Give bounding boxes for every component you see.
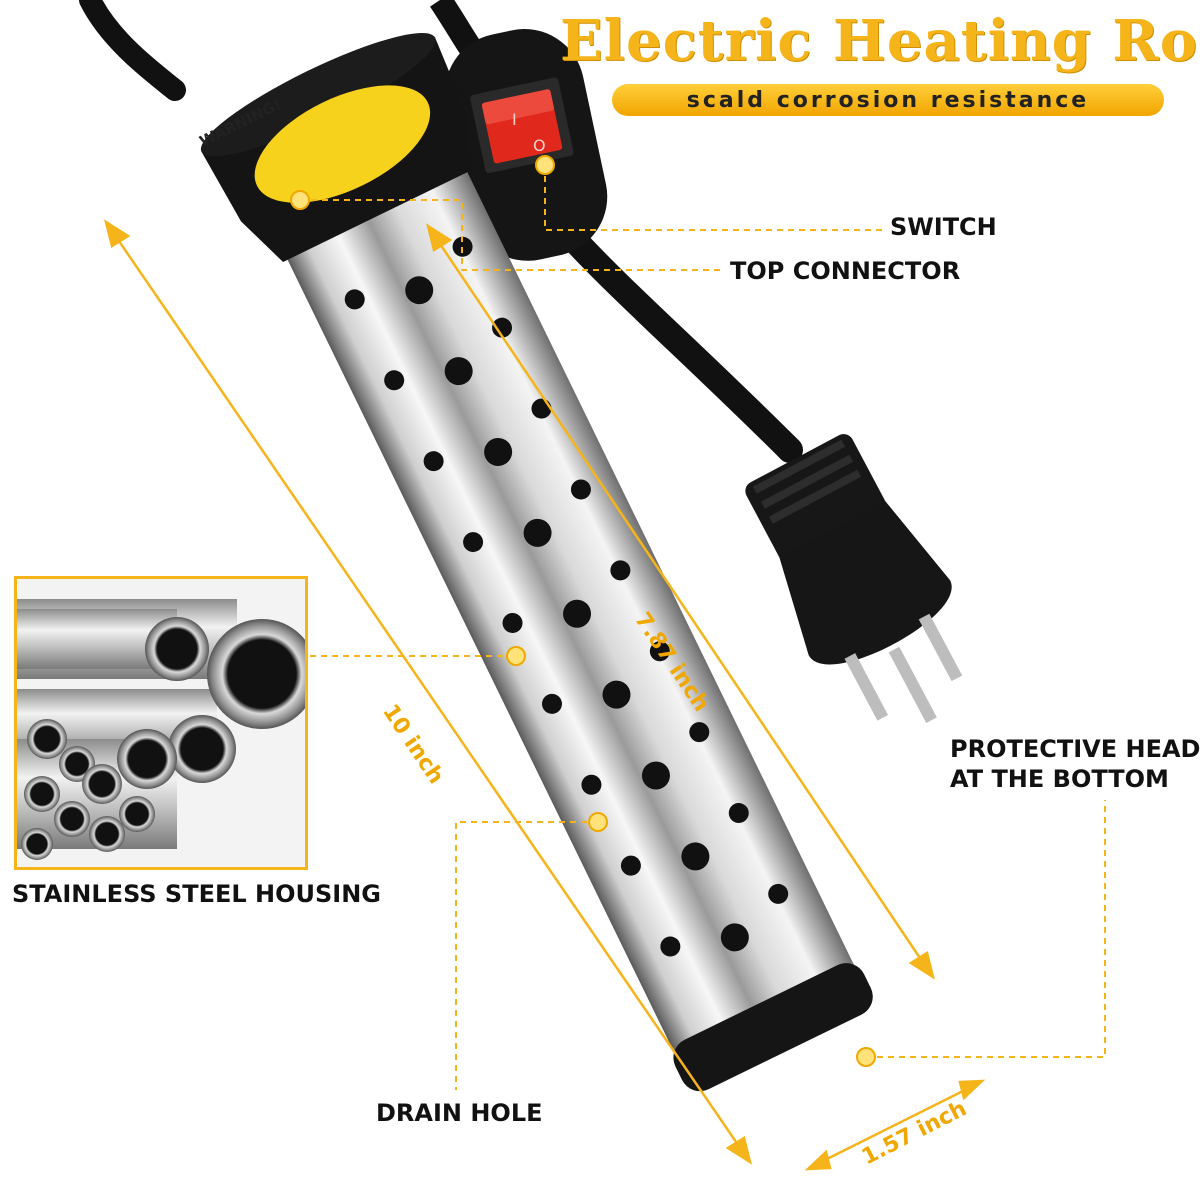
stainless-tubes-inset	[14, 576, 308, 870]
stainless-tubes-image	[17, 579, 305, 867]
callout-leaders	[300, 165, 1106, 1090]
callout-dots	[290, 155, 876, 1067]
subtitle-banner: scald corrosion resistance	[612, 84, 1164, 116]
protective-head-label-line1: PROTECTIVE HEAD	[950, 735, 1200, 763]
top-connector-label: TOP CONNECTOR	[730, 257, 961, 285]
switch-off-symbol: O	[533, 136, 546, 155]
subtitle-text: scald corrosion resistance	[686, 87, 1090, 113]
plug-prong	[918, 613, 963, 682]
dimension-lines	[104, 219, 986, 1171]
tube-holes	[344, 236, 789, 957]
protective-head	[673, 963, 873, 1092]
page-title: Electric Heating Rod	[560, 8, 1200, 74]
power-cord-lower	[557, 222, 803, 463]
switch-on-symbol: I	[512, 110, 517, 129]
housing-label: STAINLESS STEEL HOUSING	[12, 880, 381, 908]
plug-prong	[844, 653, 889, 721]
switch-label: SWITCH	[890, 213, 997, 241]
plug	[745, 434, 963, 723]
plug-prong	[888, 646, 937, 723]
heating-rod	[200, 33, 873, 1092]
protective-head-label-line2: AT THE BOTTOM	[950, 765, 1169, 793]
power-cord-top	[79, 0, 186, 101]
switch-housing	[444, 29, 608, 261]
drain-hole-label: DRAIN HOLE	[376, 1099, 543, 1127]
warning-sticker	[254, 85, 431, 203]
